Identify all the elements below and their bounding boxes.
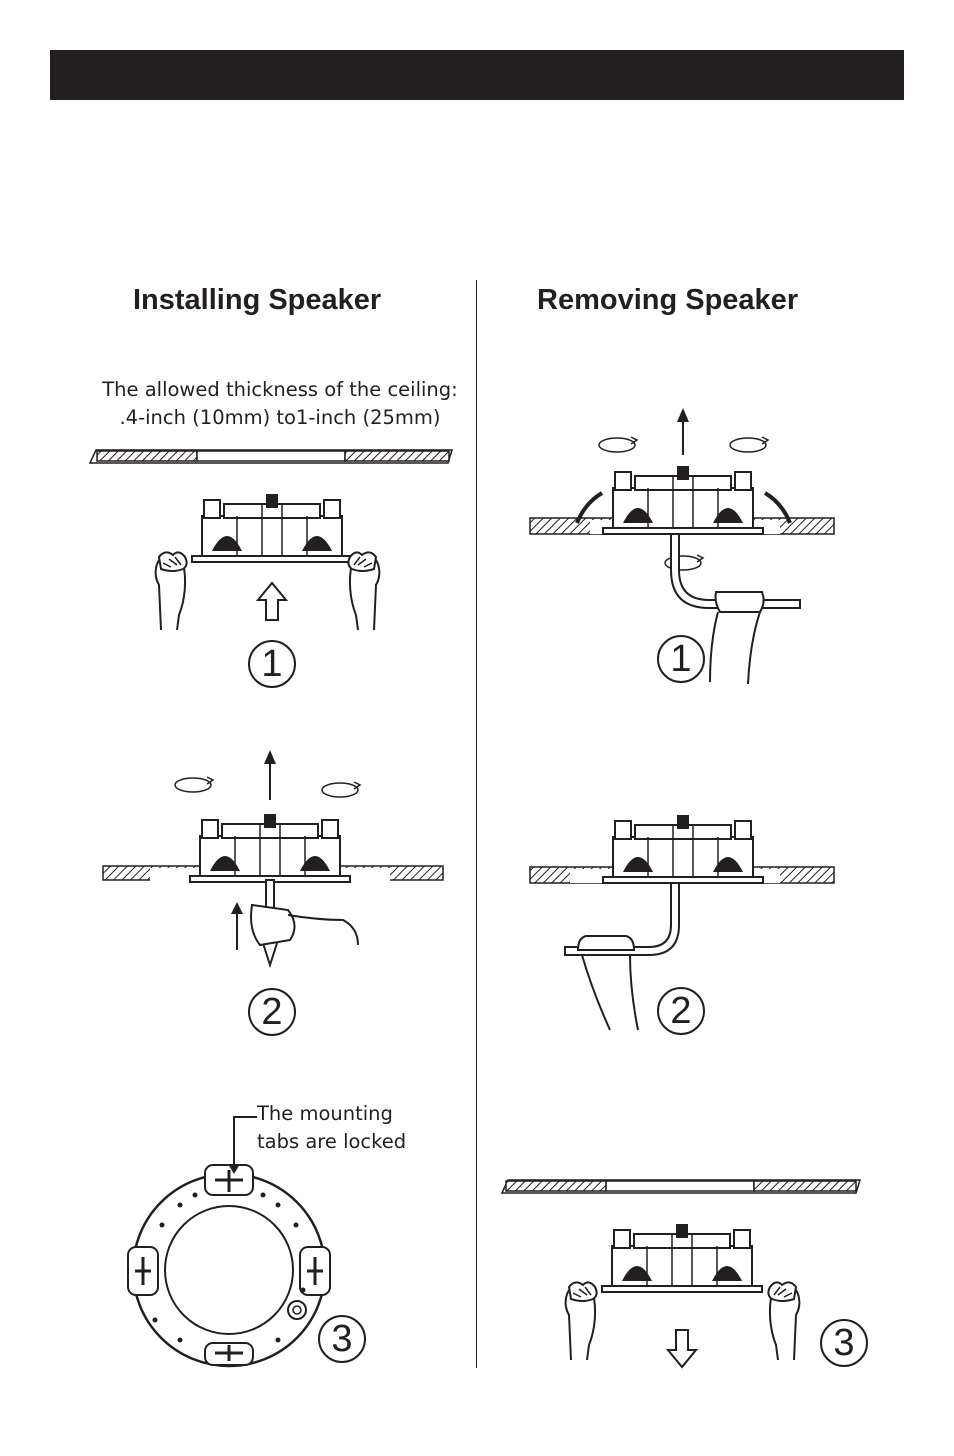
up-arrow-icon — [258, 583, 286, 620]
remove-step-number-2: 2 — [657, 987, 705, 1035]
down-arrow-icon — [668, 1330, 696, 1367]
install-step1-figure — [90, 450, 452, 630]
install-step-number-2: 2 — [248, 988, 296, 1036]
install-step2-figure — [103, 750, 443, 965]
install-step3-figure — [128, 1117, 330, 1366]
remove-step-number-1: 1 — [657, 635, 705, 683]
install-step-number-3: 3 — [318, 1315, 366, 1363]
remove-step-number-3: 3 — [820, 1319, 868, 1367]
remove-step3-figure — [502, 1180, 860, 1367]
install-step-number-1: 1 — [248, 640, 296, 688]
